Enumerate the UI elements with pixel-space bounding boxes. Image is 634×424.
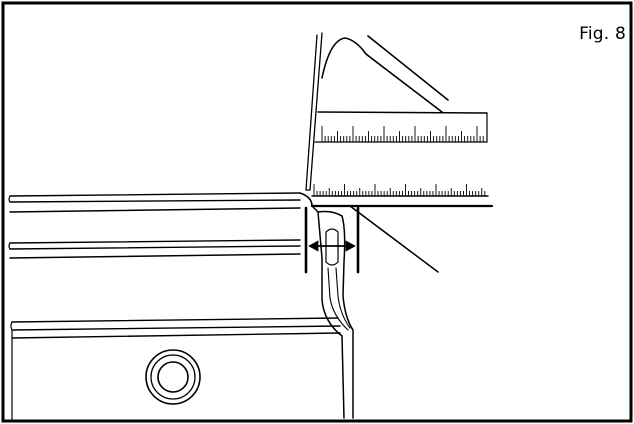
caliper-icon <box>305 32 494 273</box>
housing-panel <box>8 192 341 421</box>
round-fastener-icon <box>145 349 201 405</box>
upper-scale-ticks <box>321 126 484 142</box>
lower-scale-ticks <box>313 184 486 196</box>
bent-flange <box>299 192 354 419</box>
double-arrow-icon <box>304 206 360 274</box>
figure-label: Fig. 8 <box>579 24 626 44</box>
